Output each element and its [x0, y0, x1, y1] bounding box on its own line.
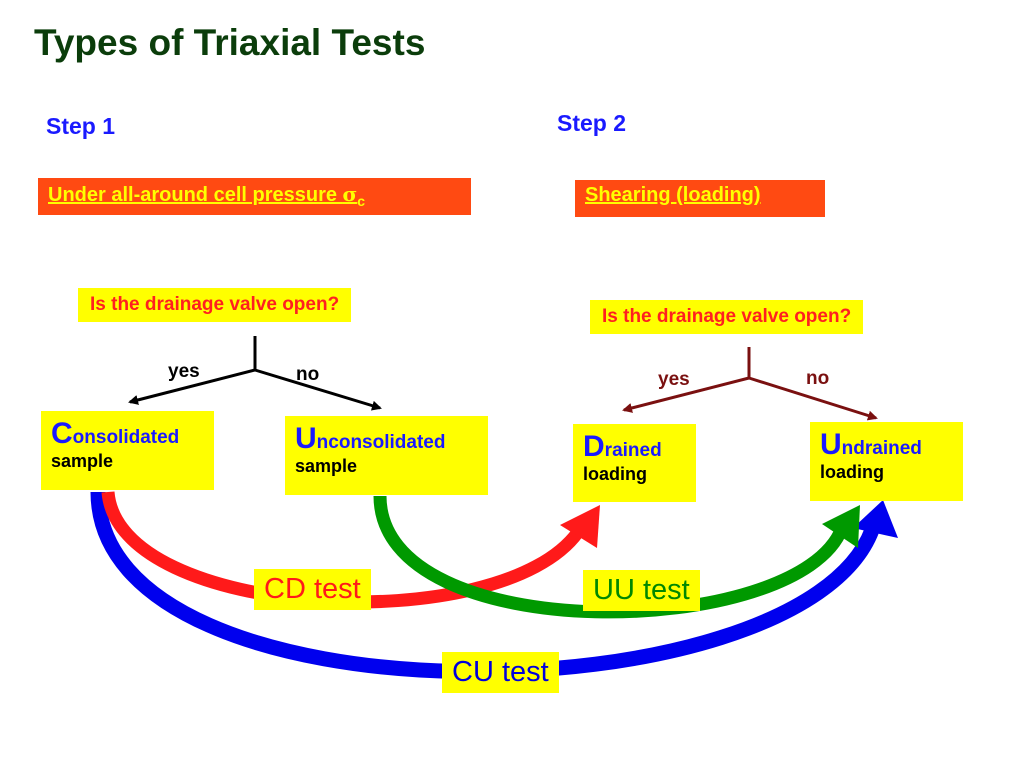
left-no-label: no	[296, 364, 320, 385]
undrained-initial: U	[820, 428, 842, 461]
cd-arrow-head	[560, 505, 600, 548]
consolidated-rest: onsolidated	[72, 427, 180, 448]
left-yes-label: yes	[168, 361, 200, 382]
right-no-branch	[748, 376, 878, 421]
undrained-loading-node: Undrained loading	[810, 422, 963, 501]
right-drainage-question: Is the drainage valve open?	[590, 300, 864, 334]
cd-test-label: CD test	[254, 569, 371, 610]
left-decision-tree	[128, 336, 382, 411]
undrained-sub: loading	[820, 462, 884, 482]
shearing-text: Shearing (loading)	[585, 184, 761, 206]
unconsolidated-sub: sample	[295, 456, 358, 476]
shearing-box: Shearing (loading)	[575, 180, 825, 217]
left-yes-branch	[128, 368, 256, 405]
undrained-rest: ndrained	[841, 438, 922, 459]
drained-rest: rained	[604, 440, 662, 461]
step1-label: Step 1	[46, 113, 116, 139]
step2-label: Step 2	[557, 110, 627, 136]
unconsolidated-initial: U	[295, 422, 317, 455]
left-drainage-question: Is the drainage valve open?	[78, 288, 352, 322]
sigma-symbol: σ	[342, 182, 358, 206]
cu-test-label: CU test	[442, 652, 559, 693]
drained-sub: loading	[583, 464, 647, 484]
cu-arrow-head	[853, 500, 898, 538]
right-decision-tree	[622, 347, 878, 421]
uu-arrow-curve	[373, 495, 849, 619]
uu-arrow-head	[822, 505, 860, 548]
right-yes-branch	[622, 376, 750, 413]
uu-arrow	[373, 495, 860, 619]
cell-pressure-box: Under all-around cell pressure σc	[38, 178, 471, 215]
consolidated-sample-node: Consolidated sample	[41, 411, 214, 490]
unconsolidated-rest: nconsolidated	[316, 432, 446, 453]
drained-initial: D	[583, 430, 605, 463]
consolidated-initial: C	[51, 417, 73, 450]
cell-pressure-text: Under all-around cell pressure	[48, 184, 343, 206]
right-yes-label: yes	[658, 369, 690, 390]
consolidated-sub: sample	[51, 451, 114, 471]
left-no-branch	[254, 368, 382, 411]
uu-test-label: UU test	[583, 570, 700, 611]
right-no-label: no	[806, 368, 830, 389]
unconsolidated-sample-node: Unconsolidated sample	[285, 416, 488, 495]
drained-loading-node: Drained loading	[573, 424, 696, 502]
sigma-subscript: c	[357, 193, 366, 209]
page-title: Types of Triaxial Tests	[34, 22, 426, 63]
